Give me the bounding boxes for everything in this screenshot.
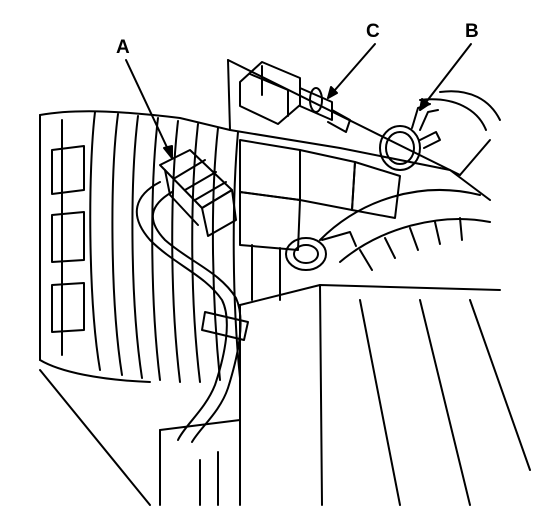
grommet xyxy=(285,231,357,271)
clamp-b xyxy=(379,103,441,171)
leader-line-a xyxy=(125,59,173,159)
callout-label-a: A xyxy=(116,37,130,58)
connector-a xyxy=(159,149,237,237)
leader-line-c xyxy=(327,43,376,99)
air-box-grid xyxy=(227,59,501,301)
sensor-harness xyxy=(135,181,249,443)
leader-line-b xyxy=(419,43,472,111)
sensor-c xyxy=(239,61,351,133)
callout-label-c: C xyxy=(366,21,380,42)
callout-label-b: B xyxy=(465,21,479,42)
intake-hose xyxy=(39,110,491,383)
air-box-housing xyxy=(39,284,531,506)
